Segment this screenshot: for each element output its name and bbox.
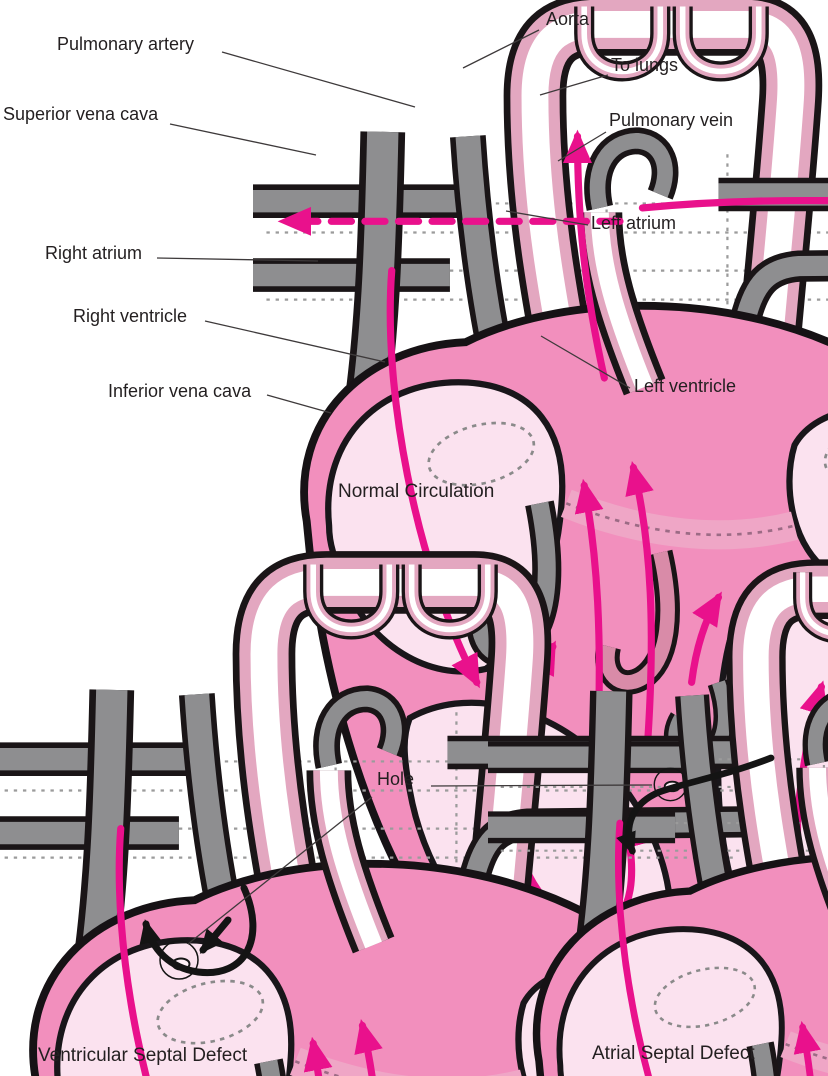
vsd-diagram — [0, 565, 779, 1076]
label-hole: Hole — [377, 769, 415, 789]
label-pulmonary-vein: Pulmonary vein — [609, 110, 734, 130]
label-left-atrium: Left atrium — [591, 213, 677, 233]
label-left-ventricle: Left ventricle — [634, 376, 737, 396]
vsd-hole-circle — [159, 940, 199, 980]
asd-shunt — [616, 754, 775, 856]
label-superior-vena-cava: Superior vena cava — [3, 104, 159, 124]
label-to-lungs: To lungs — [611, 55, 679, 75]
label-pulmonary-artery: Pulmonary artery — [57, 34, 195, 54]
label-leader-lines — [156, 29, 653, 945]
asd-diagram — [488, 572, 828, 1076]
label-aorta: Aorta — [546, 9, 590, 29]
vsd-shunt — [139, 884, 257, 980]
label-right-atrium: Right atrium — [45, 243, 143, 263]
caption-asd: Atrial Septal Defect — [592, 1043, 755, 1064]
label-inferior-vena-cava: Inferior vena cava — [108, 381, 252, 401]
caption-normal-circulation: Normal Circulation — [338, 481, 495, 502]
caption-vsd: Ventricular Septal Defect — [38, 1045, 248, 1066]
label-right-ventricle: Right ventricle — [73, 306, 188, 326]
